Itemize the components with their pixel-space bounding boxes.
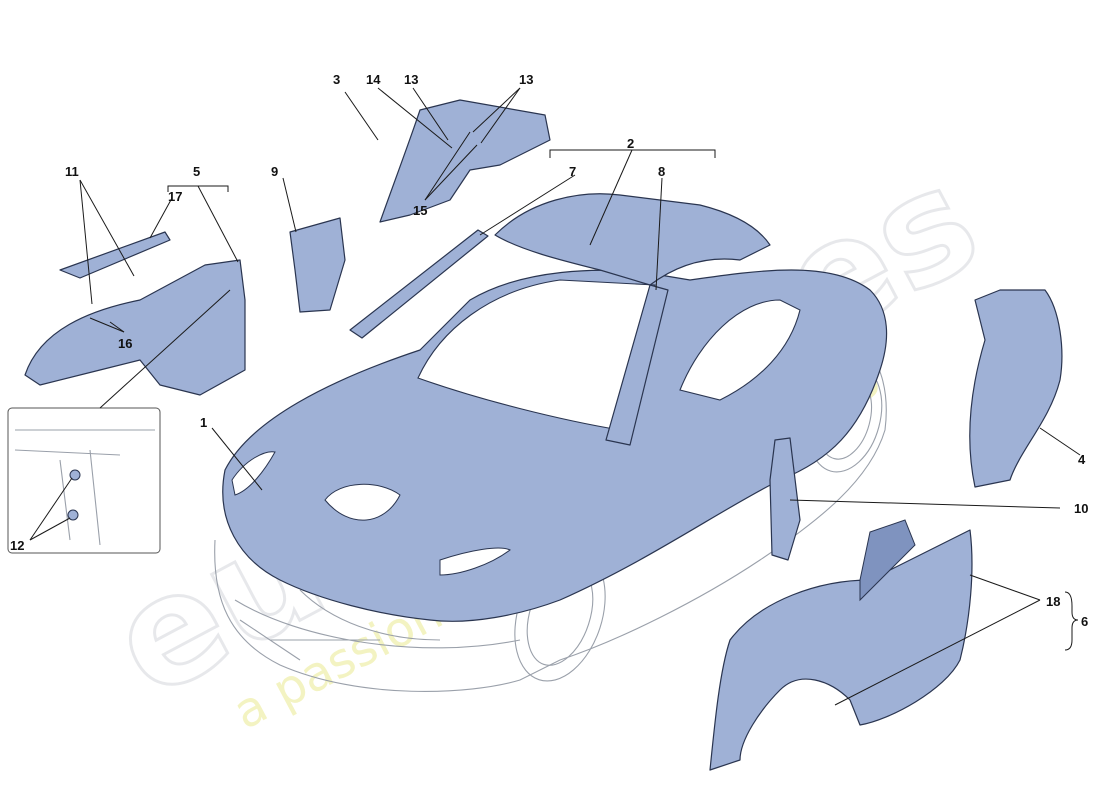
callout-12[interactable]: 12 (10, 538, 24, 553)
detail-inset (7, 407, 161, 554)
part-7-roof-rail[interactable] (349, 229, 489, 339)
side-window (679, 299, 801, 401)
callout-16[interactable]: 16 (118, 336, 132, 351)
part-5-front-inner-structure[interactable] (24, 259, 246, 396)
callout-10[interactable]: 10 (1074, 501, 1088, 516)
callout-6[interactable]: 6 (1081, 614, 1088, 629)
callout-3[interactable]: 3 (333, 72, 340, 87)
callouts: 1 2 3 4 5 6 7 8 9 10 11 12 13 13 14 15 1… (10, 72, 1088, 629)
part-8-a-pillar[interactable] (605, 284, 669, 446)
leader-lines (29, 87, 1081, 706)
part-4-rear-wing[interactable] (969, 289, 1063, 488)
callout-13-a[interactable]: 13 (404, 72, 418, 87)
callout-13-b[interactable]: 13 (519, 72, 533, 87)
fastener-12-a[interactable] (69, 469, 81, 481)
part-17-upper-trim[interactable] (59, 231, 171, 279)
part-18-wing-liner[interactable] (859, 519, 916, 602)
callout-15[interactable]: 15 (413, 203, 427, 218)
part-6-front-wing[interactable] (709, 529, 973, 771)
inset-leader (99, 289, 231, 409)
callout-14[interactable]: 14 (366, 72, 381, 87)
fastener-12-b[interactable] (67, 509, 79, 521)
part-2-roof-panel[interactable] (494, 193, 771, 286)
part-10-side-panel[interactable] (769, 437, 801, 561)
callout-7[interactable]: 7 (569, 164, 576, 179)
callout-11[interactable]: 11 (65, 164, 79, 179)
callout-4[interactable]: 4 (1078, 452, 1086, 467)
callout-5[interactable]: 5 (193, 164, 200, 179)
callout-9[interactable]: 9 (271, 164, 278, 179)
callout-2[interactable]: 2 (627, 136, 634, 151)
part-3-rear-inner-panel[interactable] (379, 99, 551, 223)
callout-1[interactable]: 1 (200, 415, 207, 430)
callout-17[interactable]: 17 (168, 189, 182, 204)
callout-18[interactable]: 18 (1046, 594, 1060, 609)
part-9-b-pillar-panel[interactable] (289, 217, 346, 313)
callout-8[interactable]: 8 (658, 164, 665, 179)
